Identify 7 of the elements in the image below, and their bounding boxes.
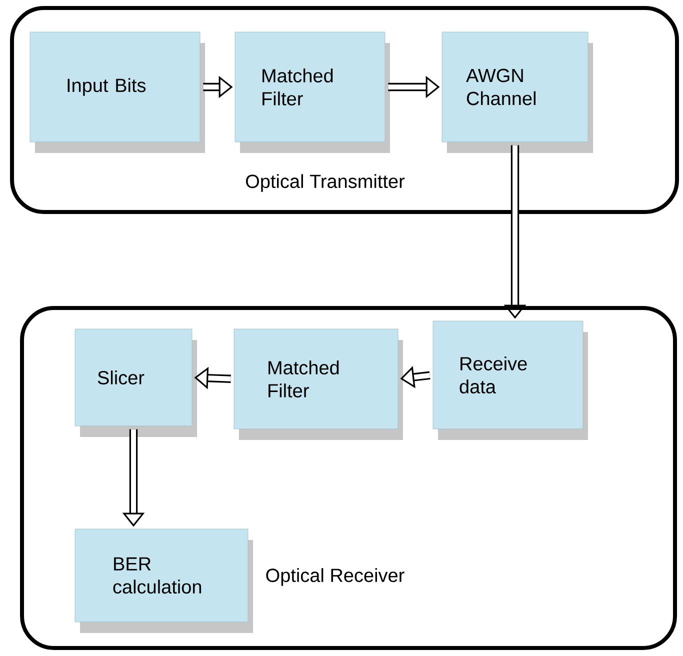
process-box: Input Bits <box>30 32 205 153</box>
process-box: Slicer <box>74 328 197 437</box>
process-box: Receive data <box>432 320 588 440</box>
process-box: AWGN Channel <box>442 32 593 153</box>
process-box: BER calculation <box>74 528 253 633</box>
process-box: Matched Filter <box>234 328 403 440</box>
process-box: Matched Filter <box>234 32 390 153</box>
